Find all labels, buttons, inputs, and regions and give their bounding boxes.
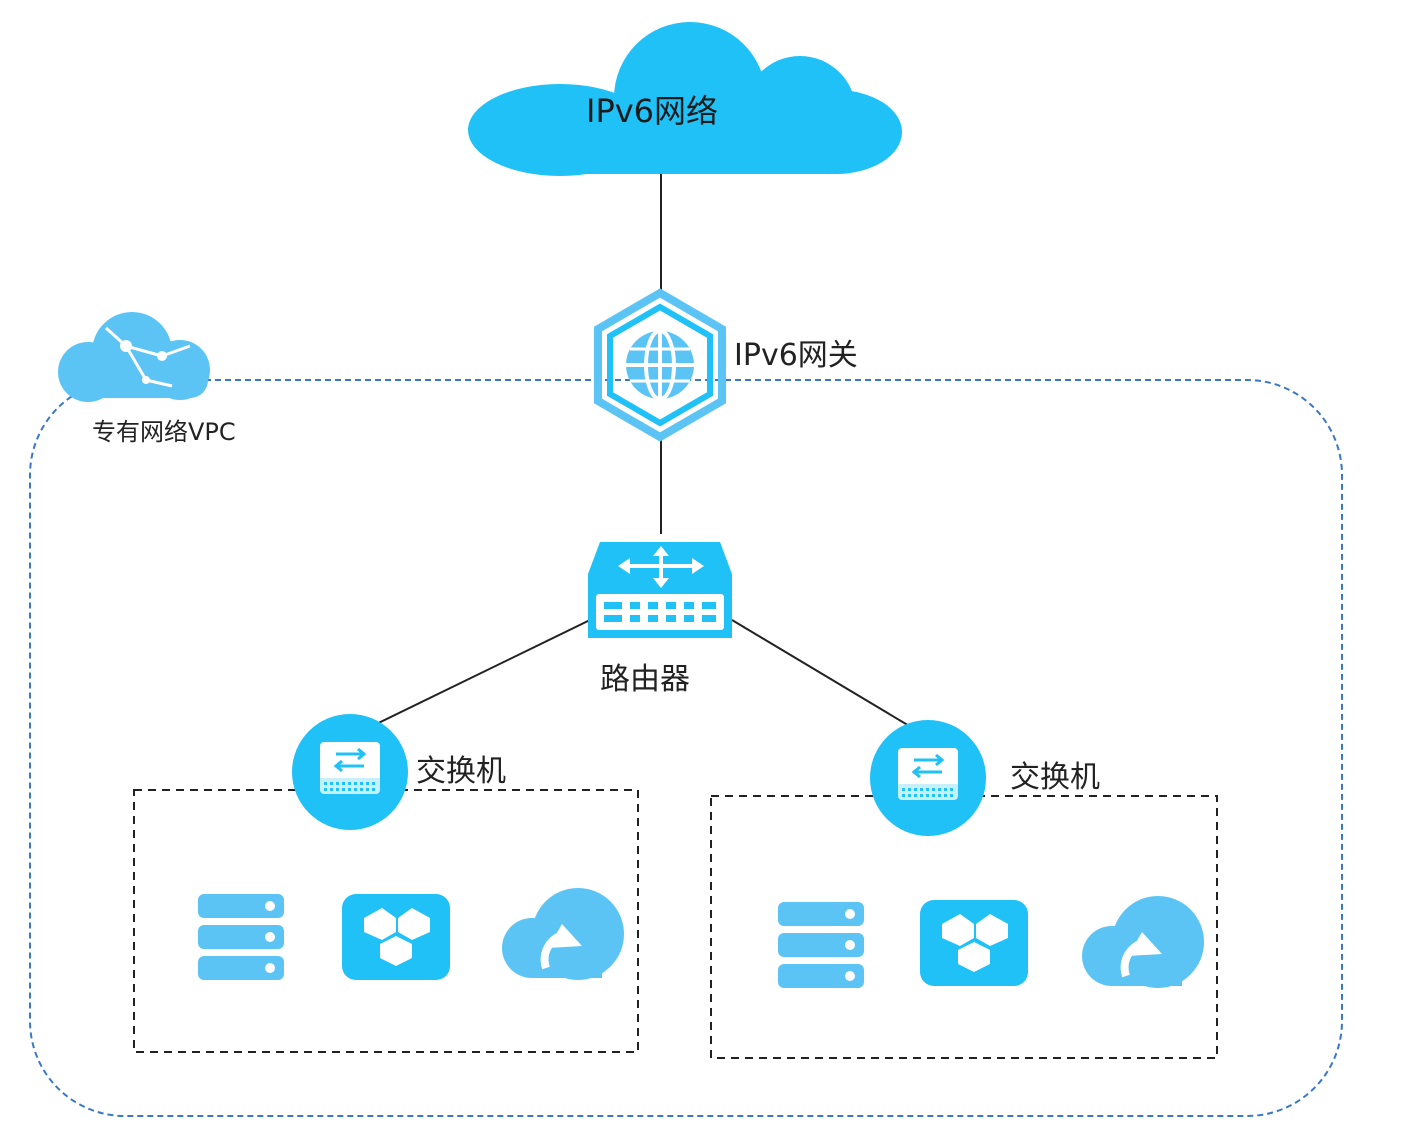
cluster-icon-left <box>342 894 450 980</box>
cloud-upload-icon-left <box>502 888 624 980</box>
link-router-switch-right <box>731 619 927 737</box>
cloud-upload-icon-right <box>1082 896 1204 988</box>
switch-icon-right <box>868 718 988 838</box>
router-icon <box>588 542 732 638</box>
router-label: 路由器 <box>600 662 690 697</box>
internet-label: IPv6网络 <box>586 92 719 130</box>
switch-icon-left <box>290 712 410 832</box>
link-router-switch-left <box>359 619 591 733</box>
cloud-icon <box>468 22 902 176</box>
server-icon-right <box>778 902 864 988</box>
gateway-label: IPv6网关 <box>734 338 858 373</box>
switch-label-right: 交换机 <box>1010 760 1100 795</box>
server-icon-left <box>198 894 284 980</box>
switch-label-left: 交换机 <box>416 754 506 789</box>
cluster-icon-right <box>920 900 1028 986</box>
vpc-label: 专有网络VPC <box>92 418 236 446</box>
vpc-cloud-icon <box>58 312 210 402</box>
vpc-boundary <box>29 379 1343 1117</box>
globe-hex-icon <box>594 288 726 442</box>
